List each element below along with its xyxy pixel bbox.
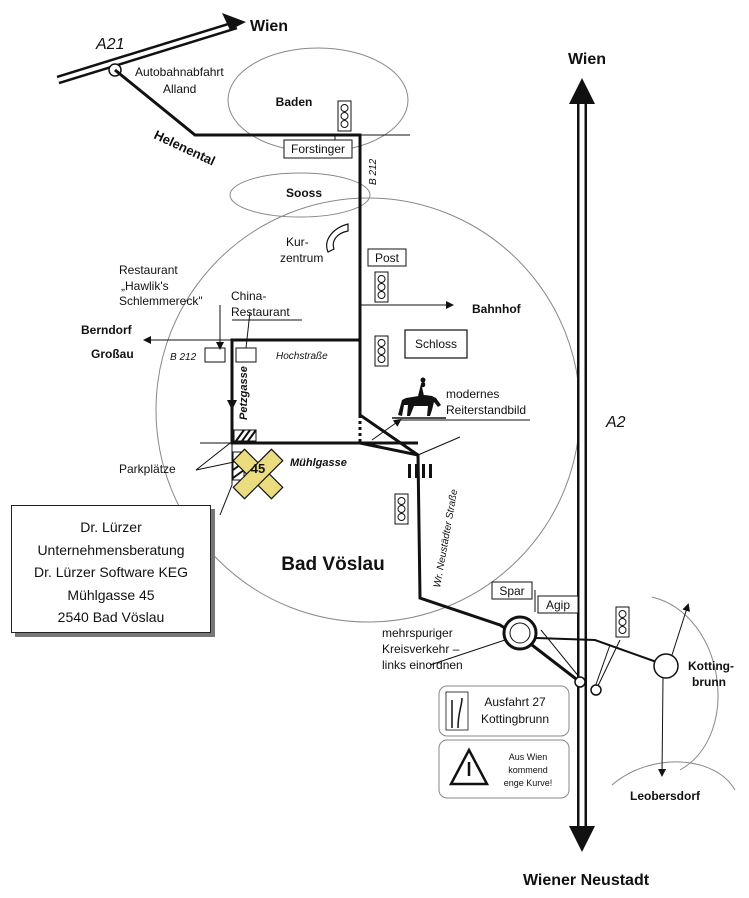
traffic-light-icon bbox=[337, 100, 352, 132]
city-leobersdorf: Leobersdorf bbox=[630, 789, 701, 803]
label-reiter-1: modernes bbox=[446, 387, 499, 401]
route-helenental bbox=[114, 68, 362, 340]
agip-box bbox=[537, 595, 579, 614]
forstinger-label: Forstinger bbox=[291, 142, 345, 156]
exit-node-1 bbox=[574, 676, 586, 688]
road-helenental: Helenental bbox=[152, 127, 218, 168]
label-bahnhof: Bahnhof bbox=[472, 302, 522, 316]
exit-sign bbox=[438, 685, 570, 737]
parking-icon bbox=[233, 429, 257, 442]
label-autobahnabfahrt-2: Alland bbox=[163, 82, 196, 96]
railway-crossing-icon bbox=[408, 464, 432, 478]
label-kurzentrum-2: zentrum bbox=[280, 251, 323, 265]
label-kreis-1: mehrspuriger bbox=[382, 626, 453, 640]
exit-sign-line1: Ausfahrt 27 bbox=[484, 695, 546, 709]
traffic-light-icon bbox=[615, 606, 630, 638]
road-muehlgasse: Mühlgasse bbox=[290, 457, 347, 469]
exit-sign-line2: Kottingbrunn bbox=[481, 712, 549, 726]
road-b212-left: B 212 bbox=[170, 352, 197, 363]
label-parkplaetze: Parkplätze bbox=[119, 462, 176, 476]
label-restaurant-1: Restaurant bbox=[119, 263, 178, 277]
address-line2: Unternehmensberatung bbox=[37, 541, 185, 558]
city-wien-top: Wien bbox=[250, 18, 288, 35]
schloss-label: Schloss bbox=[415, 337, 457, 351]
address-line3: Dr. Lürzer Software KEG bbox=[33, 564, 189, 580]
spar-label: Spar bbox=[499, 584, 524, 598]
roundabout bbox=[502, 615, 538, 651]
city-grossau: Großau bbox=[91, 347, 134, 361]
kurzentrum-icon bbox=[326, 223, 349, 253]
road-a21: A21 bbox=[95, 36, 124, 53]
spar-box bbox=[491, 581, 533, 600]
a2-south-arrow-icon bbox=[569, 826, 595, 852]
warning-line2: kommend bbox=[508, 765, 548, 775]
post-box bbox=[367, 248, 407, 267]
label-autobahnabfahrt-1: Autobahnabfahrt bbox=[135, 65, 224, 79]
a2-north-arrow-icon bbox=[569, 78, 595, 104]
road-hochstrasse: Hochstraße bbox=[276, 351, 328, 362]
kottingbrunn-area bbox=[651, 596, 719, 771]
forstinger-box bbox=[283, 139, 353, 159]
schloss-box bbox=[404, 329, 468, 359]
city-baden: Baden bbox=[276, 95, 313, 109]
label-kreis-2: Kreisverkehr – bbox=[382, 642, 460, 656]
rider-statue-icon bbox=[392, 377, 446, 419]
label-kreis-3: links einordnen bbox=[382, 658, 463, 672]
road-petzgasse: Petzgasse bbox=[238, 366, 250, 420]
label-restaurant-2: „Hawlik's bbox=[121, 279, 169, 293]
post-label: Post bbox=[375, 251, 400, 265]
a21-arrow-icon bbox=[222, 13, 246, 30]
address-box: Dr. Lürzer Unternehmensberatung Dr. Lürz… bbox=[11, 505, 211, 633]
city-kottingbrunn-2: brunn bbox=[692, 675, 726, 689]
city-kottingbrunn-1: Kotting- bbox=[688, 659, 734, 673]
traffic-light-icon bbox=[394, 493, 409, 525]
house-number: 45 bbox=[251, 461, 265, 476]
city-berndorf: Berndorf bbox=[81, 323, 133, 337]
exit-node-2 bbox=[590, 684, 602, 696]
label-china-2: Restaurant bbox=[231, 305, 290, 319]
leobersdorf-area bbox=[611, 761, 736, 791]
destination-marker-icon bbox=[232, 448, 284, 500]
label-reiter-2: Reiterstandbild bbox=[446, 403, 526, 417]
city-sooss: Sooss bbox=[286, 186, 322, 200]
route-b212-south bbox=[358, 340, 509, 632]
city-wien-right: Wien bbox=[568, 51, 606, 68]
exit-arrow-icon bbox=[451, 697, 463, 729]
address-line4: Mühlgasse 45 bbox=[67, 586, 155, 603]
label-restaurant-3: Schlemmereck" bbox=[119, 294, 203, 308]
city-bad-voeslau: Bad Vöslau bbox=[281, 554, 384, 575]
address-line5: 2540 Bad Vöslau bbox=[57, 609, 165, 625]
traffic-light-icon bbox=[374, 335, 389, 367]
road-neustaedter: Wr. Neustädter Straße bbox=[432, 488, 460, 588]
kottingbrunn-node bbox=[653, 653, 679, 679]
city-wiener-neustadt: Wiener Neustadt bbox=[523, 872, 650, 889]
road-b212-vertical: B 212 bbox=[368, 158, 379, 185]
warning-line1: Aus Wien bbox=[509, 752, 548, 762]
label-china-1: China- bbox=[231, 289, 266, 303]
address-line1: Dr. Lürzer bbox=[80, 519, 142, 535]
traffic-light-icon bbox=[374, 271, 389, 303]
road-a2: A2 bbox=[605, 414, 626, 431]
agip-label: Agip bbox=[546, 598, 570, 612]
warning-line3: enge Kurve! bbox=[504, 778, 553, 788]
label-kurzentrum-1: Kur- bbox=[286, 235, 309, 249]
sooss-area bbox=[229, 172, 371, 218]
